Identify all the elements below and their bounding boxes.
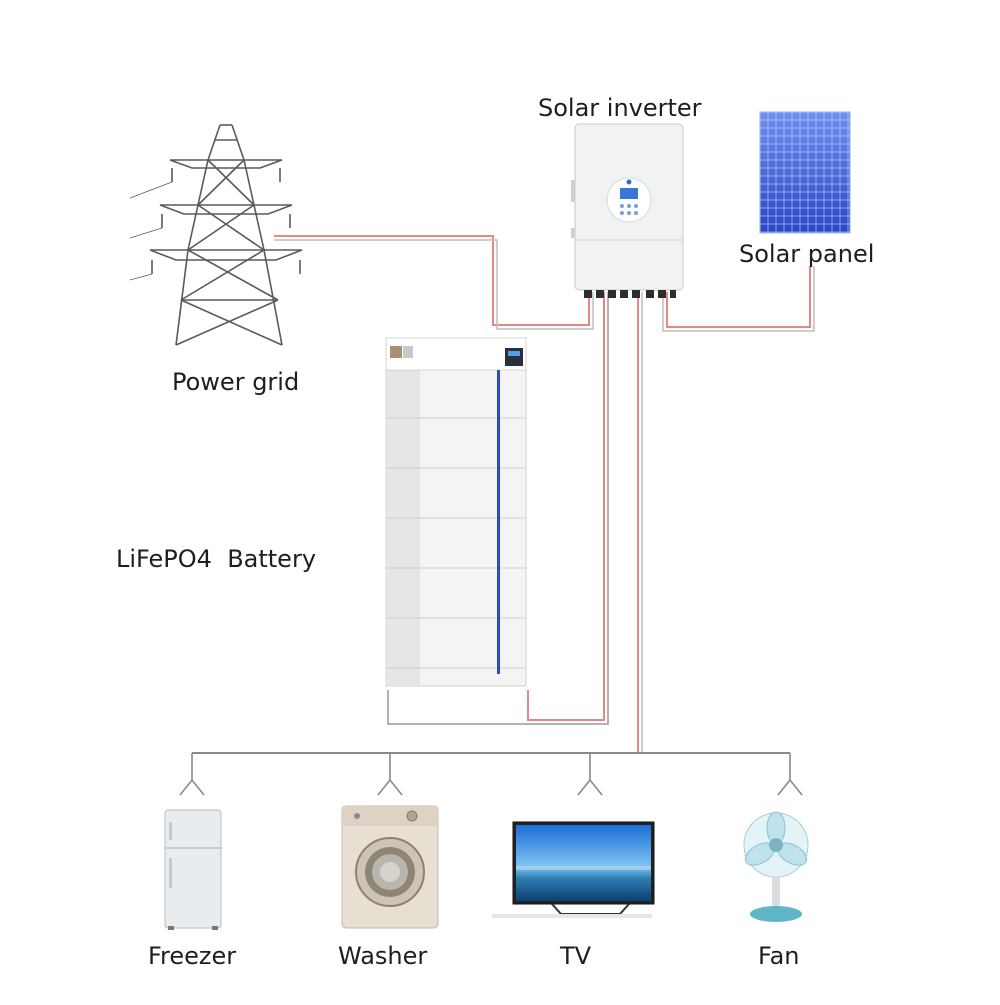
label-fan: Fan [758, 942, 800, 970]
label-washer: Washer [338, 942, 428, 970]
wire-panel-to-inverter-return [662, 266, 815, 332]
battery-status-screen [505, 348, 523, 366]
label-tv: TV [560, 942, 592, 970]
solar-panel-device [759, 111, 851, 234]
label-solar-inverter: Solar inverter [538, 94, 702, 122]
wire-grid-to-inverter-return [274, 239, 594, 330]
label-battery: LiFePO4 Battery [116, 545, 317, 573]
label-freezer: Freezer [148, 942, 237, 970]
wiring [179, 235, 815, 796]
fan-icon [743, 811, 809, 922]
lifepo4-battery-device [385, 337, 527, 687]
inverter-display [620, 188, 638, 199]
washer-icon [341, 805, 439, 929]
tv-icon [492, 821, 655, 918]
wire-panel-to-inverter [666, 266, 811, 328]
wire-battery-to-inverter [527, 292, 605, 721]
battery-blue-strip [497, 370, 500, 674]
load-drop-freezer [179, 753, 205, 796]
load-drop-washer [377, 753, 403, 796]
wire-grid-to-inverter [274, 235, 590, 326]
power-tower-icon [129, 124, 303, 346]
label-power-grid: Power grid [172, 368, 300, 396]
label-solar-panel: Solar panel [739, 240, 875, 268]
wire-battery-return [387, 292, 609, 725]
freezer-icon [164, 809, 222, 930]
load-drop-tv [577, 753, 603, 796]
load-drop-fan [777, 753, 803, 796]
solar-inverter-device [571, 123, 684, 298]
